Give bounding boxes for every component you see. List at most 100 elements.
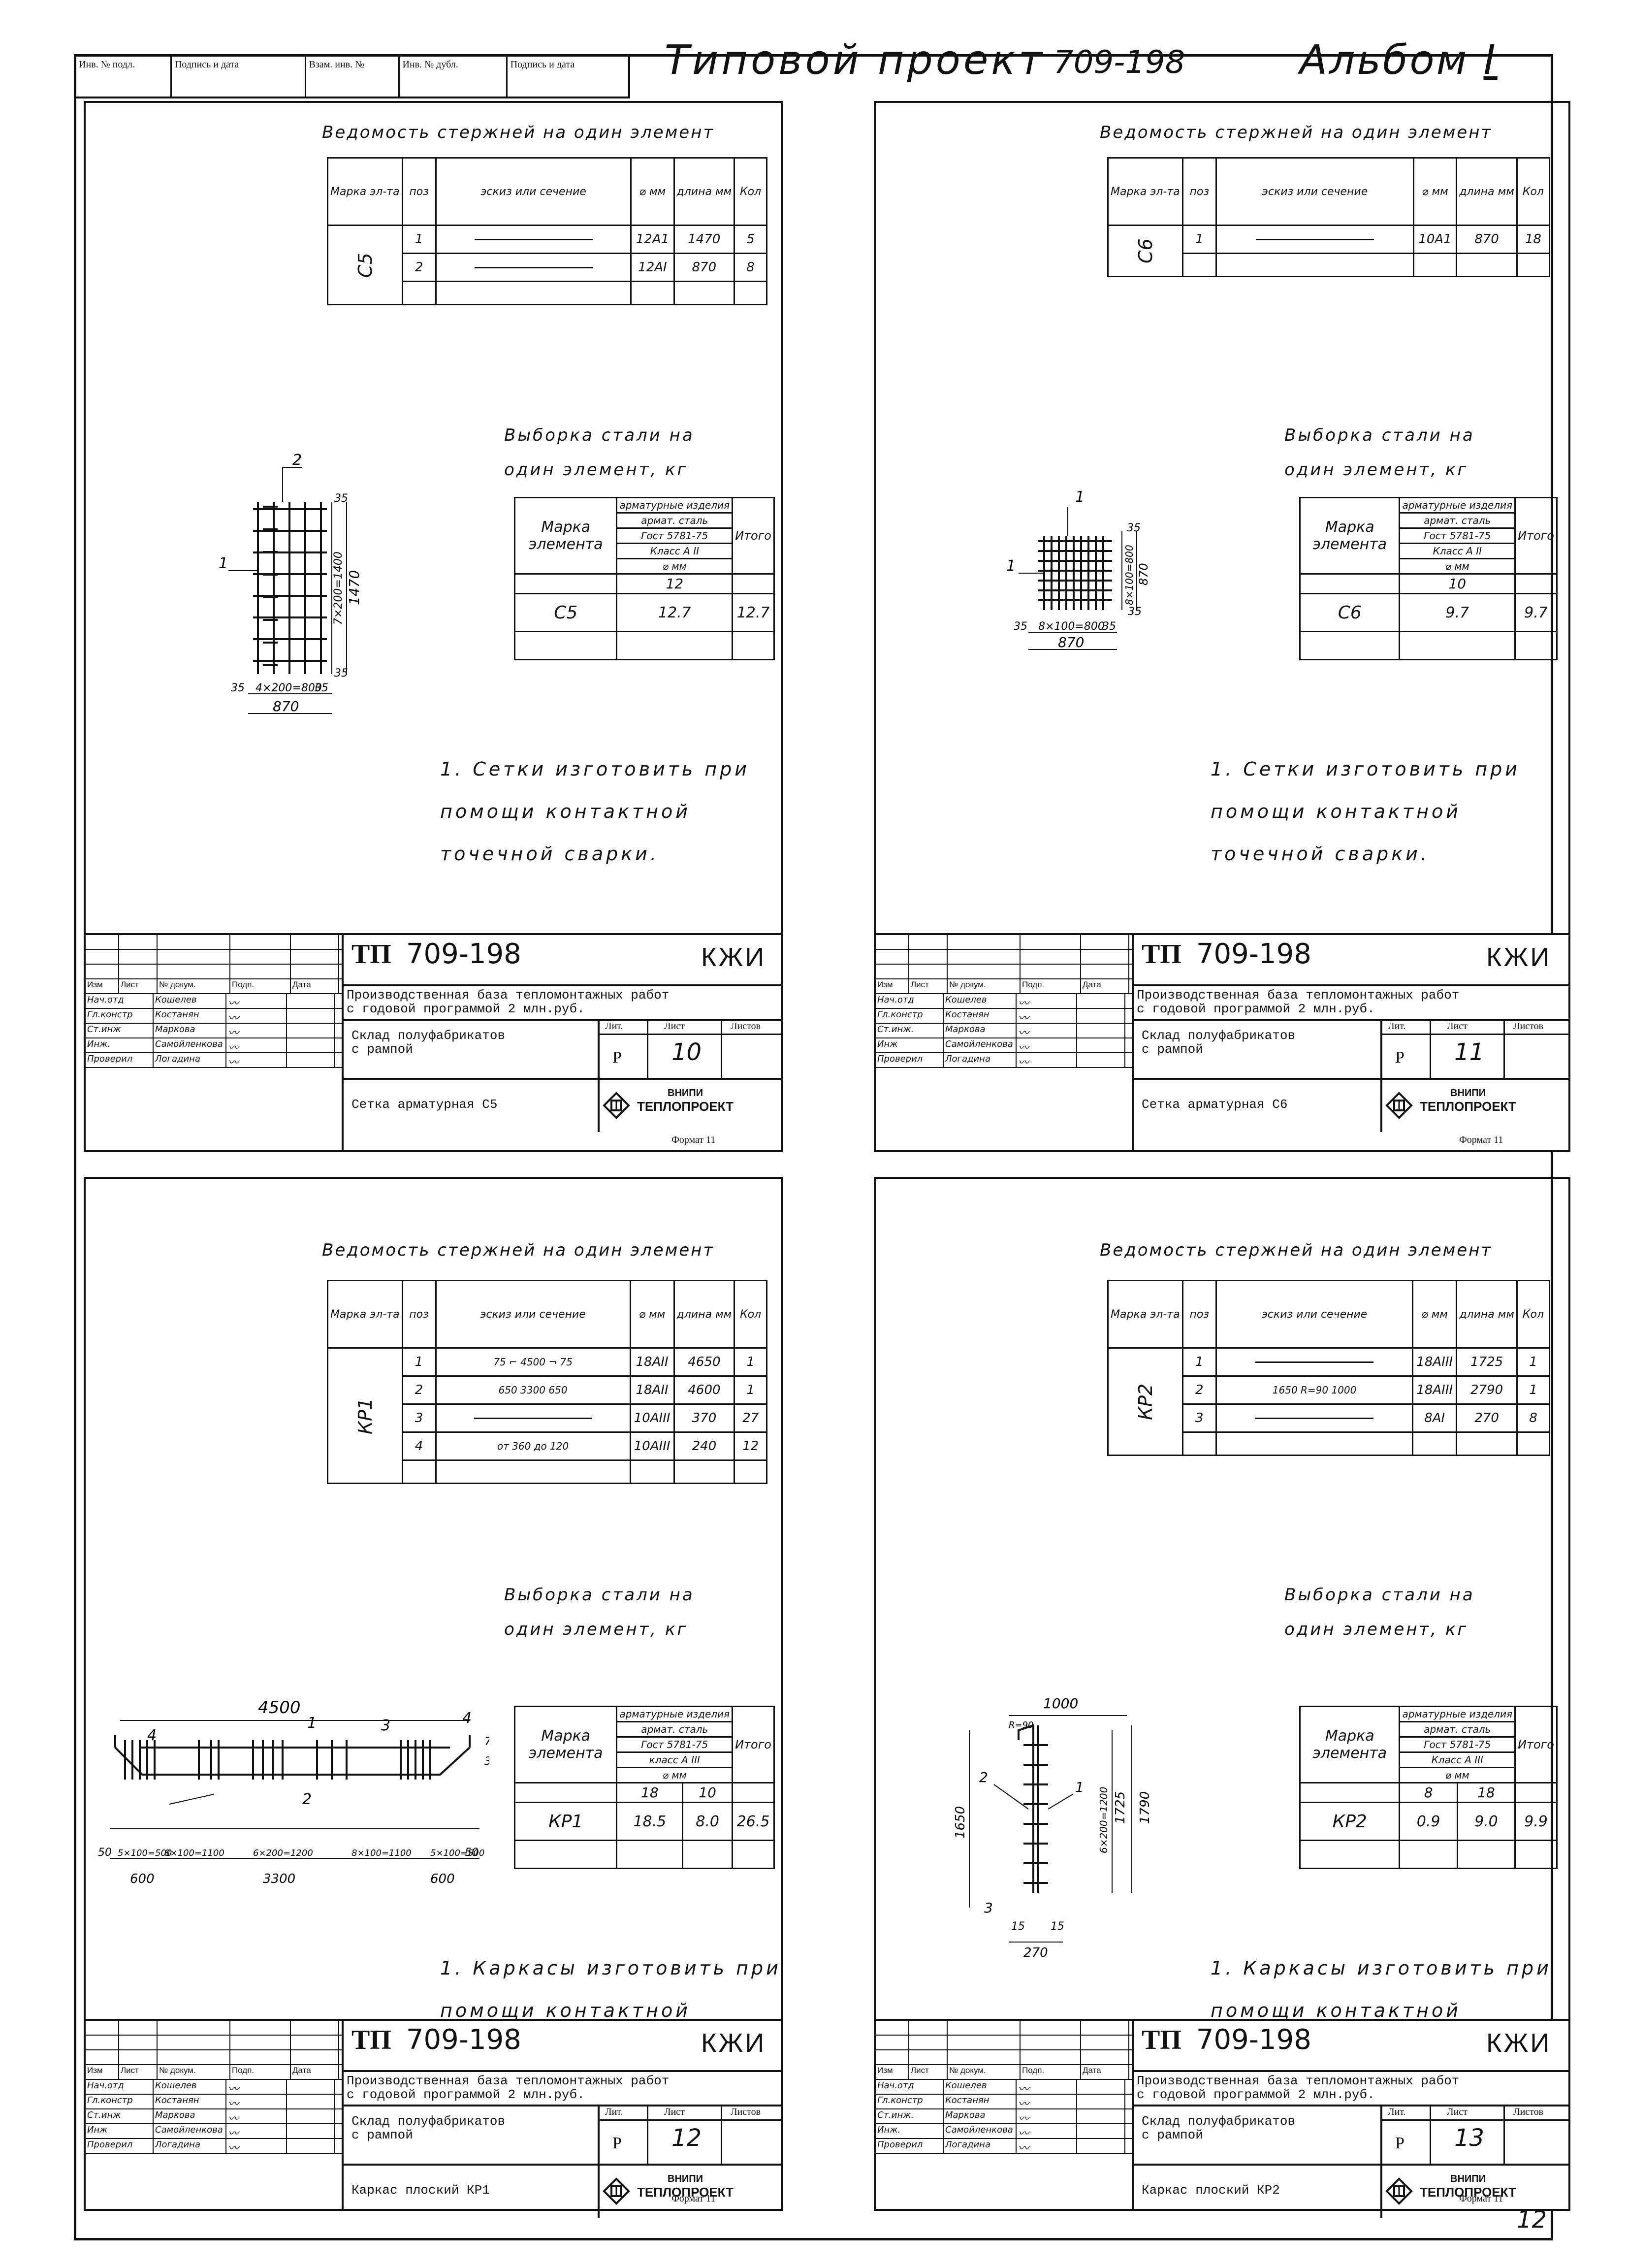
date-cell bbox=[1077, 2080, 1125, 2094]
dim-label: 15 bbox=[1051, 1920, 1064, 1933]
steel-blank bbox=[732, 1782, 775, 1803]
fabrication-note: 1. Сетки изготовить при помощи контактно… bbox=[440, 758, 750, 865]
grid-cell bbox=[291, 935, 339, 950]
project-code-number: 709-198 bbox=[406, 938, 521, 970]
schedule-cell: 10AIII bbox=[629, 1431, 675, 1461]
document-suffix: КЖИ bbox=[701, 942, 766, 972]
schedule-header: Кол bbox=[1516, 157, 1551, 226]
grid-cell bbox=[876, 965, 909, 979]
divider bbox=[342, 1078, 781, 1080]
schedule-header: Кол bbox=[734, 1280, 767, 1349]
reinforcement-drawing: 4500 4 1 3 4 75 330 2 50 5×100=500 8×100… bbox=[96, 1661, 505, 1969]
grid-cell bbox=[291, 2021, 339, 2036]
steel-head-cell: Класс A II bbox=[1399, 543, 1516, 559]
schedule-cell bbox=[1181, 253, 1217, 277]
person-name: Кошелев bbox=[154, 994, 226, 1008]
schedule-header: поз bbox=[401, 1280, 437, 1349]
format-label: Формат 11 bbox=[1459, 1134, 1503, 1145]
signature: 〰 bbox=[226, 1053, 287, 1067]
steel-title-line: один элемент, кг bbox=[1284, 1620, 1468, 1639]
steel-head-row: ⌀ мм bbox=[1300, 1767, 1557, 1783]
mesh-drawing: 1 1 35 8×100=800 870 35 35 8×100=800 35 … bbox=[1006, 488, 1150, 650]
grid-header-cell: № докум. bbox=[948, 2065, 1021, 2079]
steel-blank bbox=[1399, 631, 1516, 660]
stamp-cell: Подпись и дата bbox=[172, 56, 306, 97]
divider bbox=[342, 984, 781, 986]
dim-label: 1790 bbox=[1138, 1791, 1152, 1824]
stage-value: Р bbox=[1395, 1048, 1405, 1067]
grid-cell bbox=[86, 965, 119, 979]
dim-label: 600 bbox=[130, 1872, 155, 1886]
steel-dia-row: 12 bbox=[513, 573, 775, 594]
steel-blank bbox=[616, 631, 734, 660]
lit-header: Лист bbox=[664, 1021, 685, 1032]
divider bbox=[1503, 2105, 1505, 2166]
drawing-name: Сетка арматурная С5 bbox=[351, 1097, 498, 1112]
steel-total-header: Итого bbox=[732, 497, 775, 575]
object-name: Склад полуфабрикатов с рампой bbox=[351, 1028, 506, 1057]
divider bbox=[1132, 2105, 1568, 2106]
steel-blank bbox=[1514, 1782, 1558, 1803]
dim-label: 1000 bbox=[1043, 1695, 1078, 1712]
schedule-header: длина мм bbox=[1456, 157, 1518, 226]
dim-label: 330 bbox=[484, 1755, 489, 1768]
grid-cell bbox=[86, 935, 119, 950]
grid-cell bbox=[158, 2036, 230, 2050]
divider bbox=[1380, 1034, 1568, 1035]
dim-label: 2 bbox=[979, 1769, 988, 1785]
signature: 〰 bbox=[1017, 1053, 1077, 1067]
schedule-cell bbox=[1456, 253, 1518, 277]
divider bbox=[342, 935, 344, 1150]
drawing-name: Сетка арматурная С6 bbox=[1142, 1097, 1288, 1112]
divider bbox=[1430, 2105, 1431, 2166]
schedule-header: поз bbox=[1181, 157, 1217, 226]
grid-cell bbox=[119, 965, 158, 979]
schedule-cell: 1650 R=90 1000 bbox=[1215, 1375, 1414, 1405]
fabrication-note: 1. Сетки изготовить при помощи контактно… bbox=[1211, 758, 1520, 865]
date-cell bbox=[287, 1024, 335, 1037]
steel-head-row: Класс A II bbox=[515, 543, 774, 559]
spec-title: Ведомость стержней на один элемент bbox=[322, 1240, 715, 1260]
project-name: Производственная база тепломонтажных раб… bbox=[1137, 2074, 1460, 2102]
schedule-cell bbox=[401, 1459, 437, 1484]
divider bbox=[598, 1019, 600, 1080]
signature: 〰 bbox=[226, 2124, 287, 2138]
schedule-header: длина мм bbox=[1456, 1280, 1518, 1349]
grid-header-cell: Подп. bbox=[230, 2065, 291, 2079]
schedule-header: ⌀ мм bbox=[630, 157, 675, 226]
album-label: Альбом I bbox=[1300, 37, 1498, 84]
lit-header: Лит. bbox=[1388, 1021, 1406, 1032]
grid-header-cell: № докум. bbox=[948, 979, 1021, 993]
steel-dia-cell: 18 bbox=[1456, 1782, 1516, 1803]
person-role: Инж bbox=[876, 1038, 944, 1052]
steel-blank bbox=[1514, 1840, 1558, 1869]
person-row: Инж.Самойленкова〰 bbox=[876, 2124, 1132, 2139]
steel-title-line: Выборка стали на bbox=[504, 425, 695, 445]
grid-header-cell: Изм bbox=[876, 979, 909, 993]
grid-cell bbox=[1081, 2050, 1129, 2065]
signature: 〰 bbox=[226, 1009, 287, 1023]
project-name: Производственная база тепломонтажных раб… bbox=[347, 2074, 670, 2102]
dim-label: 1725 bbox=[1113, 1791, 1128, 1824]
person-role: Проверил bbox=[86, 1053, 154, 1067]
person-role: Гл.констр bbox=[86, 2095, 154, 2108]
steel-total-header: Итого bbox=[732, 1706, 775, 1783]
grid-header-cell: Дата bbox=[291, 2065, 339, 2079]
grid-header-cell: № докум. bbox=[158, 979, 230, 993]
project-code-prefix: ТП bbox=[1142, 939, 1181, 970]
signature: 〰 bbox=[1017, 2124, 1077, 2138]
grid-header-cell: Изм bbox=[876, 2065, 909, 2079]
person-name: Костанян bbox=[154, 2095, 226, 2108]
